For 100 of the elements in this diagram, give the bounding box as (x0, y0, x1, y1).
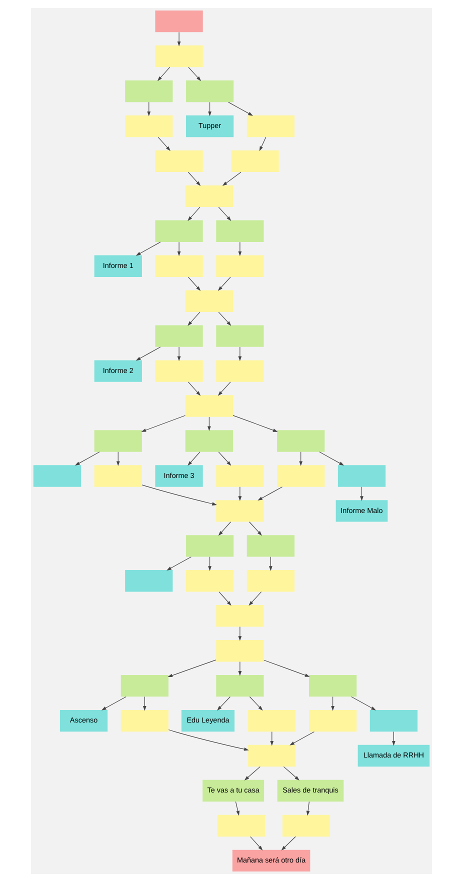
node-box (246, 570, 294, 592)
arrow (168, 729, 248, 751)
node-box (308, 710, 356, 732)
node-box (154, 360, 202, 382)
node-box (216, 465, 264, 487)
node-box (94, 430, 142, 452)
arrow (238, 661, 242, 676)
arrow (217, 382, 230, 396)
arrow (238, 346, 242, 362)
arrow (208, 102, 211, 116)
arrow (218, 522, 231, 536)
arrow (187, 206, 200, 221)
node-box (337, 465, 386, 487)
arrow (217, 276, 230, 291)
arrow (188, 66, 201, 82)
arrow (318, 452, 344, 466)
arrow (238, 626, 242, 641)
arrow (176, 242, 180, 256)
arrow (207, 416, 210, 432)
node-box (154, 325, 202, 347)
arrow (218, 312, 231, 326)
arrow (222, 172, 241, 186)
node-box (216, 605, 264, 627)
node-box (246, 115, 294, 138)
node-box (230, 150, 278, 172)
arrow (250, 836, 262, 851)
arrow (146, 102, 150, 116)
arrow (140, 415, 186, 432)
arrow (74, 452, 100, 466)
arrow (306, 801, 310, 816)
arrow (216, 696, 230, 711)
arrow (248, 592, 262, 606)
arrow (289, 731, 314, 746)
arrow (238, 242, 242, 256)
arrow (218, 206, 231, 221)
node-box (120, 674, 168, 697)
arrow (270, 731, 274, 746)
arrow (135, 242, 160, 256)
node-box (185, 570, 234, 592)
arrow (187, 276, 200, 291)
arrow (157, 136, 170, 152)
node-box (216, 360, 264, 382)
arrow (116, 452, 120, 466)
arrow (232, 415, 278, 432)
node-box (185, 80, 234, 102)
node-box (216, 640, 264, 662)
node-box (216, 325, 264, 347)
node-box (216, 674, 264, 697)
node-box (276, 465, 324, 487)
arrow (234, 801, 240, 816)
arrow (330, 696, 334, 711)
node-box (185, 535, 234, 557)
arrow (258, 136, 266, 152)
arrow (176, 346, 180, 362)
arrow (166, 556, 191, 570)
node-box (154, 45, 202, 68)
arrow (156, 66, 170, 82)
node-box (248, 710, 296, 732)
arrow (298, 452, 302, 466)
node-box (154, 10, 202, 32)
arrow (238, 486, 242, 502)
node-box (248, 744, 296, 767)
arrow (228, 102, 252, 116)
arrow (257, 486, 282, 501)
node-box (216, 220, 264, 242)
node-box (216, 255, 264, 277)
node-box (282, 814, 330, 837)
arrow (135, 346, 160, 361)
node-box (276, 430, 324, 452)
arrow (208, 556, 211, 571)
arrow (187, 452, 200, 466)
node-box (184, 290, 232, 312)
arrow (167, 660, 216, 678)
node-box (308, 674, 356, 697)
node-box (124, 115, 172, 138)
node-box (216, 500, 264, 522)
arrow (187, 312, 200, 326)
arrow (350, 696, 376, 710)
arrow (248, 696, 262, 711)
arrow (218, 452, 231, 466)
arrow (187, 382, 200, 396)
arrow (268, 556, 272, 571)
node-box (94, 465, 142, 487)
node-box (216, 814, 264, 837)
arrow (100, 696, 126, 710)
node-box (154, 150, 202, 172)
node-box (184, 430, 232, 452)
node-box (154, 255, 202, 277)
arrow (282, 766, 299, 780)
arrow (280, 836, 296, 850)
arrow (187, 172, 200, 186)
arrow (244, 766, 260, 780)
node-box (120, 710, 168, 732)
arrow (218, 592, 231, 606)
arrow (248, 522, 262, 536)
arrow (392, 731, 395, 746)
node-box (32, 465, 81, 487)
node-box (184, 185, 232, 208)
arrow (142, 696, 146, 711)
node-box (124, 570, 172, 592)
